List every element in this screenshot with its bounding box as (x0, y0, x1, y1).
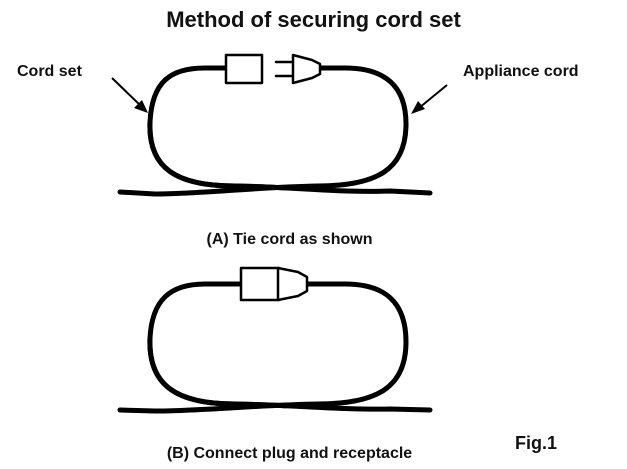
cord-set-arrow (111, 77, 148, 113)
cord-receptacle-icon (224, 53, 264, 85)
step-b-illustration (117, 266, 433, 414)
step-b-caption: (B) Connect plug and receptacle (166, 445, 413, 462)
appliance-cord-loop-a (117, 65, 409, 197)
appliance-cord-arrow (411, 84, 448, 114)
step-a-caption: (A) Tie cord as shown (206, 231, 373, 248)
cord-set-tie-over (147, 119, 286, 191)
cord-set-tie-over-b (147, 335, 286, 409)
figure-title: Method of securing cord set (166, 7, 461, 32)
cord-set-loop-a (147, 65, 433, 196)
figure-number-label: Fig.1 (515, 433, 558, 453)
appliance-cord-loop-b (117, 281, 409, 414)
step-a-illustration (117, 53, 433, 197)
cord-set-loop-b (147, 281, 433, 413)
cord-plug-icon (274, 53, 322, 85)
connected-plug-receptacle-icon (239, 266, 309, 302)
appliance-cord-label: Appliance cord (463, 63, 579, 80)
cord-set-label: Cord set (17, 63, 82, 80)
